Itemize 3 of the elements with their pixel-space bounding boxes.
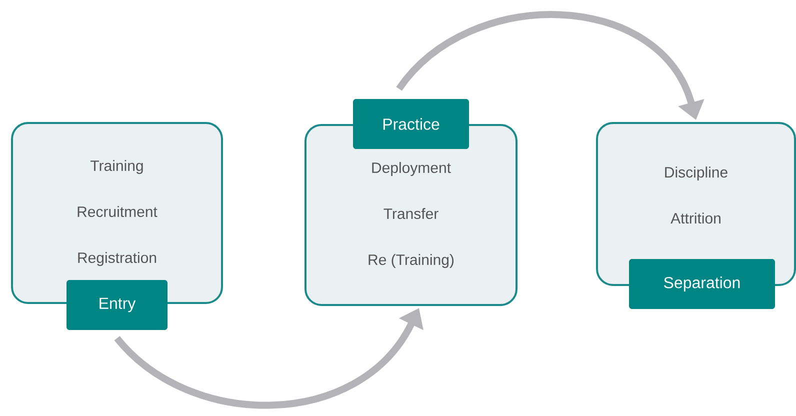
label-tab: Separation (629, 259, 775, 309)
label-tab: Practice (353, 99, 469, 149)
label-tab: Entry (66, 280, 168, 330)
